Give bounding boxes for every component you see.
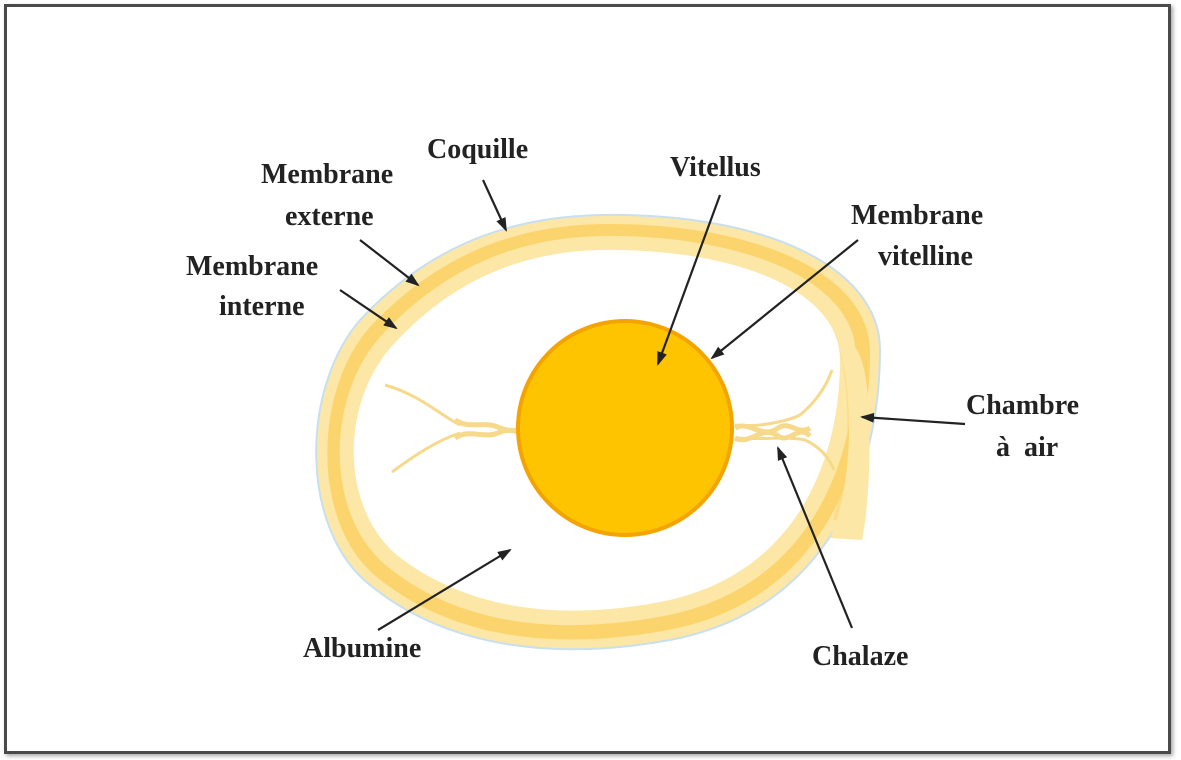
arrow-membrane-externe <box>360 240 418 285</box>
label-membrane-vitelline-line1: Membrane <box>851 200 983 231</box>
label-membrane-vitelline-line2: vitelline <box>878 241 973 272</box>
arrow-chambre-a-air <box>862 417 965 424</box>
yolk <box>518 321 732 535</box>
label-membrane-externe-line2: externe <box>285 201 374 232</box>
label-chambre-a-air-line1: Chambre <box>966 390 1079 421</box>
label-membrane-externe-line1: Membrane <box>261 159 393 190</box>
label-membrane-interne-line1: Membrane <box>186 251 318 282</box>
label-coquille: Coquille <box>427 134 528 165</box>
label-albumine: Albumine <box>303 633 421 664</box>
label-vitellus: Vitellus <box>670 152 761 183</box>
label-membrane-interne-line2: interne <box>219 291 305 322</box>
label-chalaze: Chalaze <box>812 641 908 672</box>
arrow-coquille <box>483 180 506 230</box>
label-chambre-a-air-line2: à air <box>996 432 1058 463</box>
